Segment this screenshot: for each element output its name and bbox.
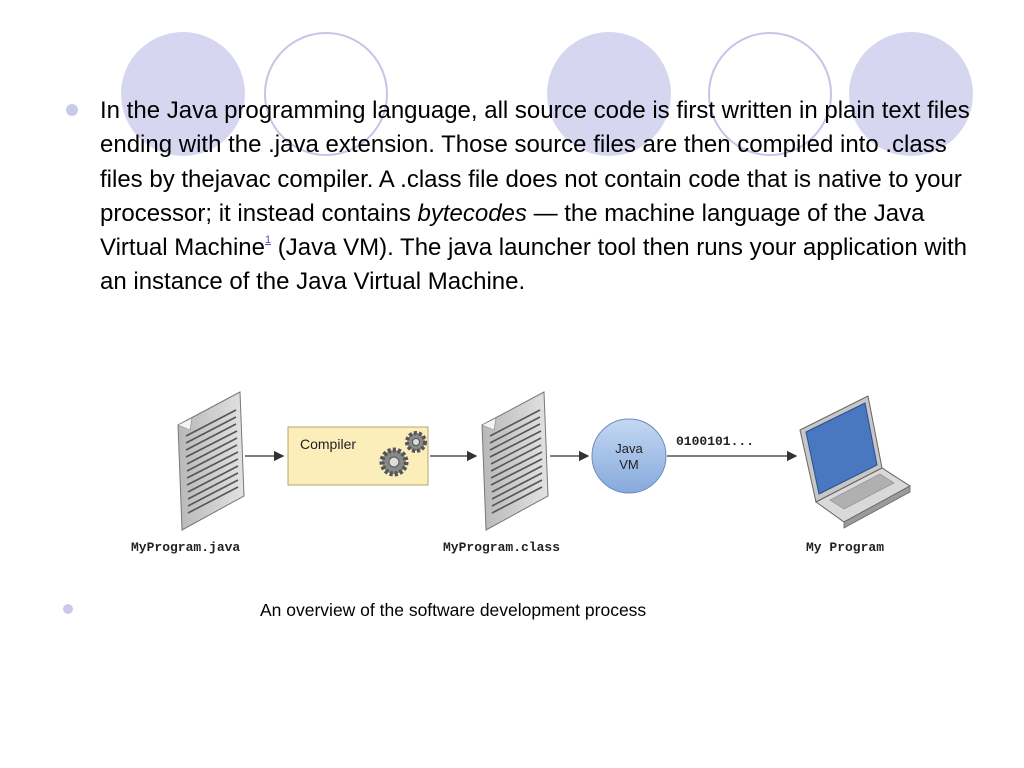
jvm-label-line2: VM — [619, 457, 639, 472]
gears-icon — [379, 431, 427, 477]
program-label: My Program — [806, 540, 884, 555]
compile-process-diagram: Compiler Java VM — [131, 391, 911, 555]
jvm-circle: Java VM — [591, 418, 667, 494]
source-file-document-icon — [177, 391, 245, 531]
bytecodes-term: bytecodes — [417, 199, 527, 227]
footnote-link[interactable]: 1 — [264, 234, 272, 247]
paragraph-text-1: In the Java programming language, all so… — [100, 97, 970, 227]
diagram-caption: An overview of the software development … — [260, 600, 647, 620]
laptop-icon — [799, 395, 911, 529]
binary-output-label: 0100101... — [676, 434, 754, 449]
bullet-dot — [66, 104, 78, 116]
body-paragraph: In the Java programming language, all so… — [100, 94, 980, 300]
outline-circle — [708, 32, 832, 156]
paragraph-text-2: — the machine language of the Java Virtu… — [100, 199, 925, 262]
class-file-document-icon — [481, 391, 549, 531]
jvm-label-line1: Java — [615, 441, 643, 456]
compiler-label: Compiler — [300, 436, 356, 452]
class-file-label: MyProgram.class — [443, 540, 560, 555]
filled-circle — [121, 32, 245, 156]
outline-circle — [264, 32, 388, 156]
compiler-box: Compiler — [287, 426, 429, 486]
paragraph-text-3: (Java VM). The java launcher tool then r… — [100, 234, 968, 296]
decorative-circles — [121, 32, 973, 156]
filled-circle — [547, 32, 671, 156]
source-file-label: MyProgram.java — [131, 540, 240, 555]
filled-circle — [849, 32, 973, 156]
bullet-dot — [63, 604, 73, 614]
